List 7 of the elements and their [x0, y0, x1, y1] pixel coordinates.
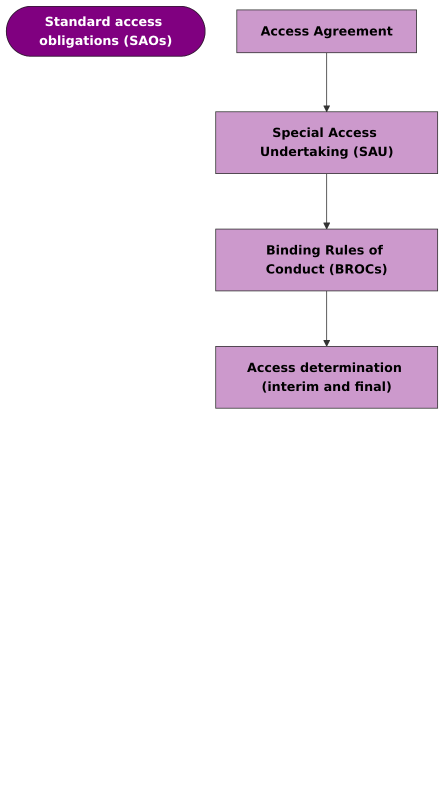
arrow — [323, 290, 330, 347]
arrow — [323, 173, 330, 230]
node-box: Access Agreement — [236, 10, 417, 54]
node-box: Binding Rules of Conduct (BROCs) — [215, 228, 438, 292]
arrow — [323, 52, 330, 112]
node-box: Access determination (interim and final) — [215, 346, 438, 409]
node-box: Special Access Undertaking (SAU) — [215, 111, 438, 174]
